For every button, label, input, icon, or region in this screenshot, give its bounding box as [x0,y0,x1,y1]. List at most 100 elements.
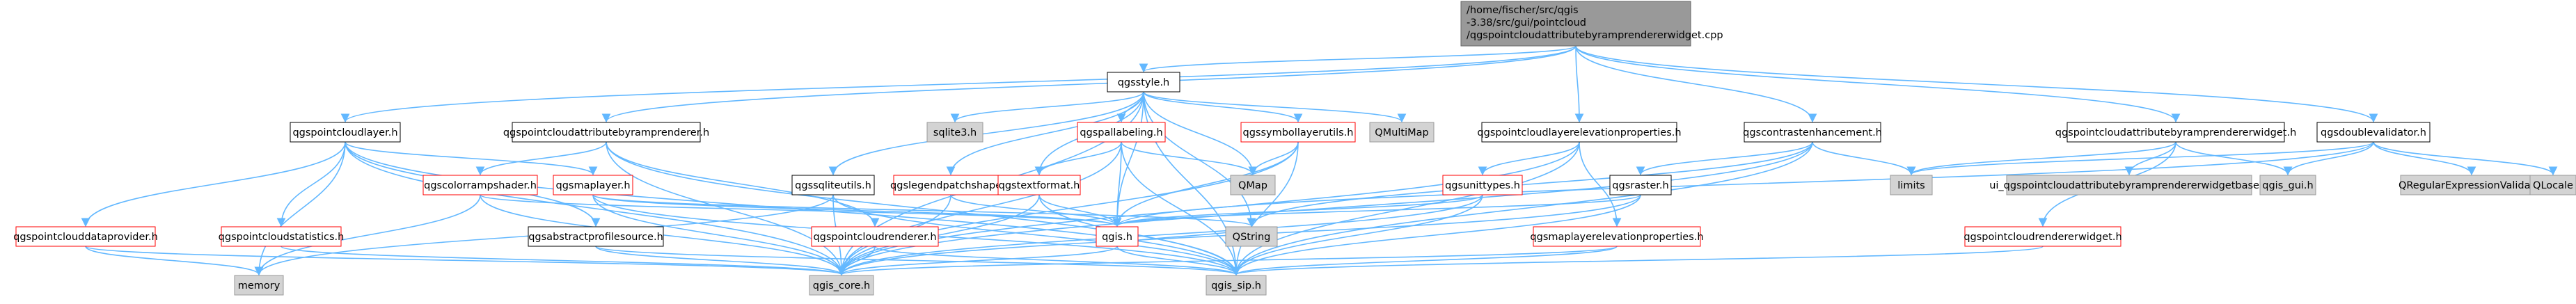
node-root-label-line: /home/fischer/src/qgis [1467,5,1579,16]
node-qgis[interactable]: qgis.h [1096,226,1139,247]
node-qgsmaplayerelevationproperties-label: qgsmaplayerelevationproperties.h [1530,232,1703,243]
edge-qgsdoublevalidator-to-qregularexpressionvalidator [2373,141,2476,176]
node-qgsmaplayerelevationproperties[interactable]: qgsmaplayerelevationproperties.h [1530,226,1704,247]
node-qgspointcloudlayer[interactable]: qgspointcloudlayer.h [290,122,401,143]
edge-qgspointclouddataprovider-to-memory [85,246,264,276]
edge-qgsmaplayer-to-qstring [592,194,1256,227]
node-qgsabstractprofilesource-label: qgsabstractprofilesource.h [528,232,663,243]
node-qgspallabeling[interactable]: qgspallabeling.h [1077,122,1166,143]
edge-qgspointcloudlayerelevationproperties-to-qgsunittypes [1478,141,1580,176]
node-qgis_sip[interactable]: qgis_sip.h [1206,275,1267,296]
edge-qgscontrastenhancement-to-qgsraster [1636,141,1813,176]
node-qgscolorrampshader-label: qgscolorrampshader.h [424,180,537,191]
node-qgslegendpatchshape-label: qgslegendpatchshape.h [890,180,1011,191]
edge-qgspallabeling-to-qgis_core [837,141,1122,276]
node-qgssqliteutils-label: qgssqliteutils.h [795,180,871,191]
edge-root-to-qgsdoublevalidator [1575,45,2378,123]
node-qgssymbollayerutils-label: qgssymbollayerutils.h [1243,127,1354,138]
node-qgspointcloudrenderer-box [811,226,939,247]
edge-qgsstyle-to-qgssqliteutils [828,91,1144,176]
node-qgsabstractprofilesource[interactable]: qgsabstractprofilesource.h [528,226,664,247]
edge-qgspallabeling-to-qgis_sip [1121,141,1241,276]
edge-qgspointcloudstatistics-to-qgis_core [280,246,846,276]
node-sqlite3[interactable]: sqlite3.h [926,122,983,143]
node-qgis-label: qgis.h [1102,232,1132,243]
edge-root-to-qgscontrastenhancement [1575,45,1817,123]
node-qlocale-label: QLocale [2533,180,2573,191]
node-qgstextformat-box [997,175,1081,195]
node-qmap[interactable]: QMap [1230,175,1276,195]
edge-qgssymbollayerutils-to-qgis_sip [1231,141,1299,276]
edge-qgsraster-to-qgis [1112,194,1641,227]
edge-qgsmaplayerelevationproperties-to-qgis_sip [1231,246,1618,276]
node-qgis_gui[interactable]: qgis_gui.h [2259,175,2316,195]
edge-qgsmaplayer-to-qgis_core [592,194,846,276]
node-sqlite3-box [926,122,983,143]
node-qgspallabeling-label: qgspallabeling.h [1080,127,1162,138]
node-qmultimap[interactable]: QMultiMap [1369,122,1435,143]
node-qgis_core[interactable]: qgis_core.h [809,275,874,296]
node-qmultimap-box [1369,122,1435,143]
edge-qgis-to-qgis_core [837,246,1118,276]
node-qgspointcloudlayerelevationproperties[interactable]: qgspointcloudlayerelevationproperties.h [1477,122,1682,143]
edge-qgspointcloudattributebyramprendererwidget-to-limits [1906,141,2176,176]
node-qgslegendpatchshape-box [893,175,1009,195]
node-ui_widgetbase-label: ui_qgspointcloudattributebyramprendererw… [1989,180,2269,191]
edge-qgsstyle-to-qgis_sip [1143,91,1241,276]
edge-qgspointcloudlayerelevationproperties-to-qgsmaplayerelevationproperties [1579,141,1622,227]
node-qgscontrastenhancement-box [1744,122,1881,143]
node-qgspointcloudattributebyramprenderer[interactable]: qgspointcloudattributebyramprenderer.h [503,122,709,143]
node-qgssqliteutils[interactable]: qgssqliteutils.h [791,175,875,195]
node-qstring-box [1225,226,1278,247]
node-qgis_core-label: qgis_core.h [813,280,870,291]
node-limits[interactable]: limits [1890,175,1933,195]
node-qgscontrastenhancement[interactable]: qgscontrastenhancement.h [1743,122,1882,143]
node-qgsraster[interactable]: qgsraster.h [1609,175,1672,195]
node-qstring[interactable]: QString [1225,226,1278,247]
node-qgspointcloudstatistics[interactable]: qgspointcloudstatistics.h [219,226,345,247]
edge-qgsdoublevalidator-to-qgis [1112,141,2374,227]
node-qgssymbollayerutils[interactable]: qgssymbollayerutils.h [1240,122,1356,143]
node-qgspointcloudrendererwidget[interactable]: qgspointcloudrendererwidget.h [1963,226,2122,247]
node-root-file[interactable]: /home/fischer/src/qgis-3.38/src/gui/poin… [1460,1,1723,47]
node-qgspointcloudrendererwidget-box [1964,226,2121,247]
node-qgspointcloudrenderer[interactable]: qgspointcloudrenderer.h [811,226,939,247]
node-memory-box [234,275,284,296]
node-qlocale[interactable]: QLocale [2529,175,2576,195]
edge-qgsdoublevalidator-to-limits [1906,141,2374,176]
node-qgsstyle[interactable]: qgsstyle.h [1107,72,1180,93]
node-qgsdoublevalidator[interactable]: qgsdoublevalidator.h [2316,122,2431,143]
node-qmultimap-label: QMultiMap [1375,127,1428,138]
node-qgsunittypes[interactable]: qgsunittypes.h [1442,175,1523,195]
node-qregularexpressionvalidator[interactable]: QRegularExpressionValidator [2399,175,2545,195]
node-qgscolorrampshader-box [422,175,538,195]
node-qgspointcloudattributebyramprendererwidget-box [2067,122,2285,143]
node-qgsabstractprofilesource-box [528,226,664,247]
edge-qgstextformat-to-qgis_core [837,194,1040,276]
edge-qgsunittypes-to-qgis_core [837,194,1483,276]
edges-layer [81,45,2558,276]
node-ui_widgetbase[interactable]: ui_qgspointcloudattributebyramprendererw… [1989,175,2269,195]
node-qgis-box [1096,226,1139,247]
node-qgspointcloudattributebyramprendererwidget-label: qgspointcloudattributebyramprendererwidg… [2055,127,2297,138]
node-qgscolorrampshader[interactable]: qgscolorrampshader.h [422,175,538,195]
node-qgstextformat[interactable]: qgstextformat.h [997,175,1081,195]
edge-qgspointcloudlayer-to-qgsmaplayer [345,141,598,176]
edge-qgsstyle-to-qmultimap [1143,91,1407,123]
node-qgspointclouddataprovider[interactable]: qgspointclouddataprovider.h [13,226,158,247]
node-root-label-line: -3.38/src/gui/pointcloud [1467,17,1586,29]
edge-qgspallabeling-to-qgstextformat [1034,141,1122,176]
edge-qgspointcloudlayer-to-qgspointcloudstatistics [276,141,346,227]
node-memory[interactable]: memory [234,275,284,296]
node-qgslegendpatchshape[interactable]: qgslegendpatchshape.h [890,175,1011,195]
node-qmap-label: QMap [1238,180,1267,191]
edge-qgssymbollayerutils-to-qmap [1248,141,1299,176]
node-qgspointcloudattributebyramprendererwidget[interactable]: qgspointcloudattributebyramprendererwidg… [2055,122,2297,143]
node-qgsmaplayer[interactable]: qgsmaplayer.h [553,175,633,195]
edge-qgspointcloudattributebyramprenderer-to-qgis_sip [606,141,1241,276]
node-qgspointclouddataprovider-label: qgspointclouddataprovider.h [13,232,158,243]
edge-qgsdoublevalidator-to-qlocale [2373,141,2558,176]
edge-qgssqliteutils-to-qgis_sip [832,194,1241,276]
edge-qgspointcloudlayerelevationproperties-to-qgis_sip [1231,141,1580,276]
